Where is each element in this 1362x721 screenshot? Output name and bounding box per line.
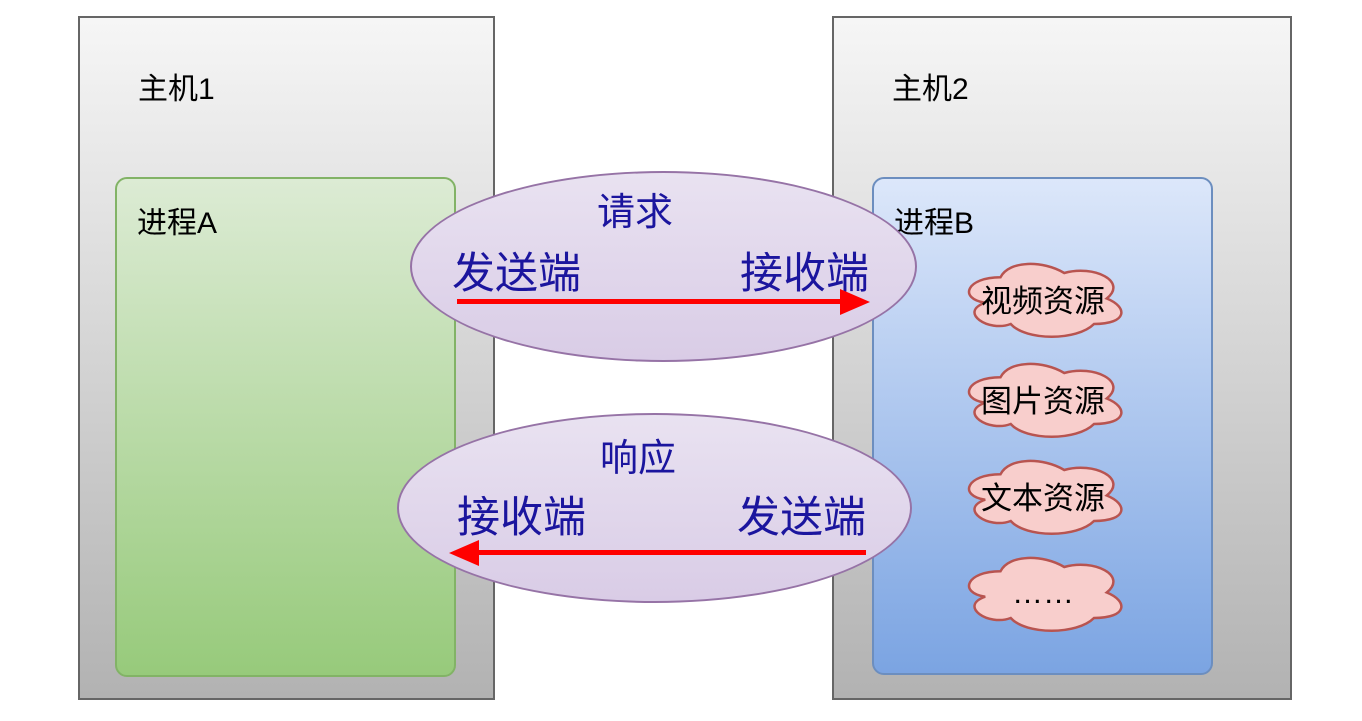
- process-a-label: 进程A: [137, 207, 218, 240]
- request-sender-label: 发送端: [452, 250, 581, 298]
- resource-cloud-text: 文本资源: [958, 453, 1128, 538]
- host2-label: 主机2: [892, 73, 969, 106]
- response-arrowhead-icon: [449, 540, 479, 566]
- resource-label: 视频资源: [981, 284, 1105, 319]
- resource-cloud-video: 视频资源: [958, 256, 1128, 341]
- response-arrow-line: [477, 550, 866, 555]
- resource-label: 文本资源: [981, 481, 1105, 516]
- resource-label: ……: [1012, 574, 1074, 610]
- host1-box: 主机1 进程A: [78, 16, 495, 700]
- request-arrow-line: [457, 299, 845, 304]
- host1-label: 主机1: [138, 73, 215, 106]
- request-title: 请求: [597, 192, 674, 234]
- request-arrowhead-icon: [840, 289, 870, 315]
- cloud-icon: [967, 459, 1123, 535]
- cloud-icon: [967, 262, 1123, 338]
- response-receiver-label: 接收端: [457, 494, 586, 542]
- process-a-box: 进程A: [115, 177, 456, 677]
- process-b-box: 进程B 视频资源 图片资源 文本资源: [872, 177, 1213, 675]
- request-ellipse: 请求 发送端 接收端: [410, 171, 917, 362]
- process-b-label: 进程B: [894, 207, 975, 240]
- resource-label: 图片资源: [981, 384, 1105, 419]
- host2-box: 主机2 进程B 视频资源 图片资源 文本资源: [832, 16, 1292, 700]
- resource-cloud-more: ……: [958, 550, 1128, 635]
- cloud-icon: [967, 556, 1123, 632]
- response-title: 响应: [600, 438, 677, 480]
- cloud-icon: [967, 362, 1123, 438]
- response-sender-label: 发送端: [737, 494, 866, 542]
- resource-cloud-image: 图片资源: [958, 356, 1128, 441]
- response-ellipse: 响应 接收端 发送端: [397, 413, 912, 603]
